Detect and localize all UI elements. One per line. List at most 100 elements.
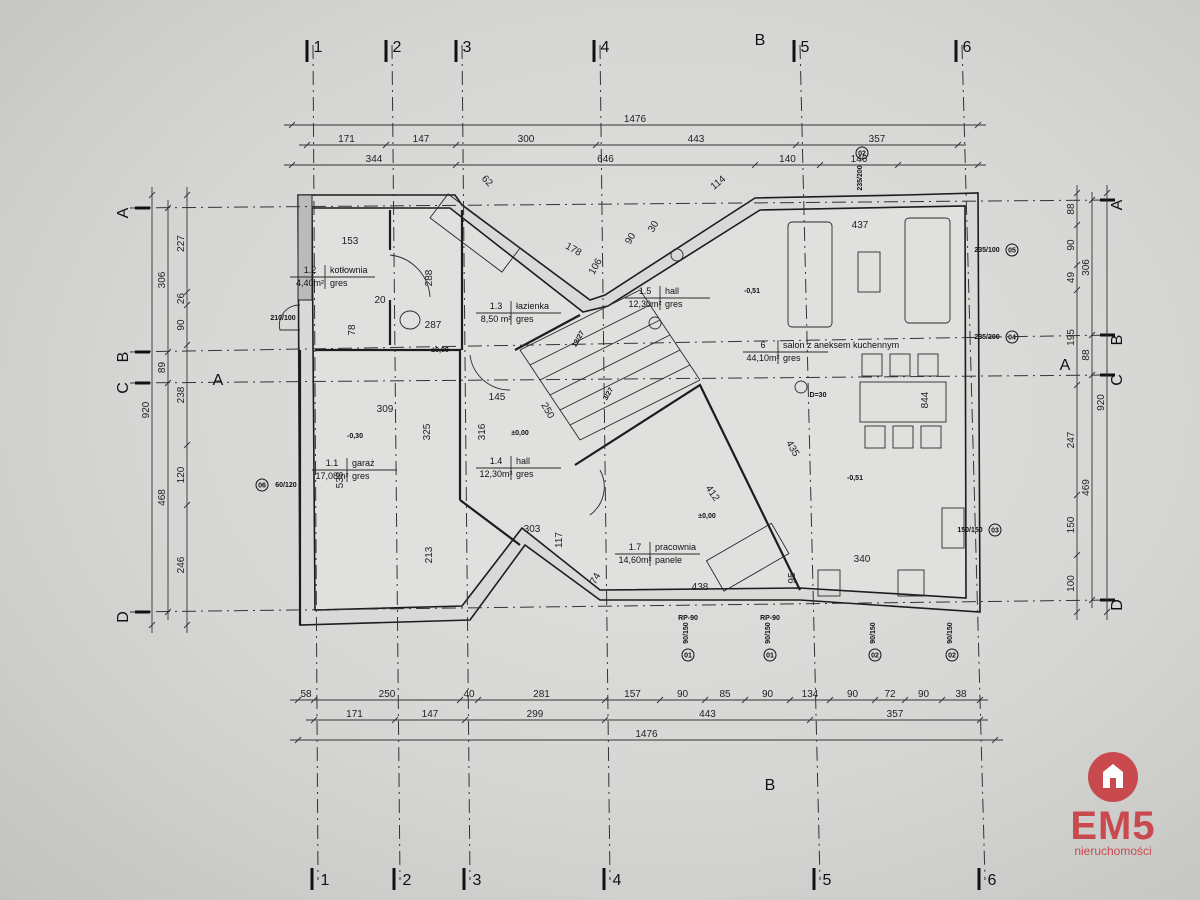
- axis-label-top: 3: [463, 39, 472, 56]
- window-size: 60/120: [275, 482, 297, 489]
- interior-dimension: 95: [787, 572, 798, 584]
- dim-top-opening: 646: [597, 154, 614, 165]
- level-mark: ±0,00: [511, 430, 529, 437]
- window-size: 235/100: [974, 247, 999, 254]
- dim-left-opening: 227: [176, 235, 187, 252]
- window-note: RP-90: [678, 615, 698, 622]
- dim-top-axis: 171: [338, 134, 355, 145]
- interior-dimension: 437: [852, 220, 869, 231]
- room-name: pracownia: [655, 542, 696, 552]
- axis-label-right: C: [1109, 374, 1126, 386]
- axis-label-bottom: 3: [473, 872, 482, 889]
- room-number: 1.5: [639, 286, 652, 296]
- window-tag: 03 150/150: [957, 523, 1002, 537]
- window-note: RP-90: [760, 615, 780, 622]
- interior-dimension: 178: [563, 241, 583, 259]
- axis-line: [129, 599, 1111, 613]
- room-area: 8,50 m²: [481, 314, 512, 324]
- interior-dimension: 153: [342, 236, 359, 247]
- room-floor: panele: [655, 555, 682, 565]
- window-number: 01: [684, 653, 692, 660]
- room-name: kotłownia: [330, 265, 368, 275]
- interior-walls: [298, 210, 801, 625]
- dim-bottom-axis: 299: [527, 709, 544, 720]
- dim-top-axis: 147: [413, 134, 430, 145]
- room-number: 1.7: [629, 542, 642, 552]
- room-label: 1.7 14,60m² pracownia panele: [615, 542, 700, 566]
- axis-label-left: A: [115, 207, 132, 218]
- dim-right-opening: 100: [1066, 575, 1077, 592]
- section-mark: A: [1060, 357, 1071, 374]
- room-name: hall: [665, 286, 679, 296]
- interior-dimension: 90: [623, 231, 638, 247]
- section-mark: A: [213, 372, 224, 389]
- logo-subtitle: nieruchomości: [1074, 844, 1152, 858]
- axis-label-right: B: [1109, 335, 1126, 346]
- dim-right-overall: 920: [1096, 394, 1107, 411]
- dim-left-opening: 120: [176, 466, 187, 483]
- room-floor: gres: [665, 299, 683, 309]
- axis-label-bottom: 4: [613, 872, 622, 889]
- dim-left-opening: 90: [176, 319, 187, 331]
- room-floor: gres: [352, 471, 370, 481]
- dim-right-opening: 88: [1066, 203, 1077, 215]
- coffee-table: [857, 251, 881, 293]
- sofa-left: [787, 221, 833, 328]
- room-name: garaż: [352, 458, 375, 468]
- dim-left-axis: 89: [157, 362, 168, 374]
- level-mark: -0,51: [744, 288, 760, 295]
- interior-dimension: 288: [424, 269, 435, 286]
- interior-dimension: 114: [709, 173, 729, 192]
- window-number: 02: [948, 653, 956, 660]
- cooktop: [897, 569, 925, 597]
- interior-dimension: 213: [424, 546, 435, 563]
- dim-top-axis: 357: [869, 134, 886, 145]
- window-number: 02: [871, 653, 879, 660]
- axis-line: [129, 374, 1111, 384]
- section-mark: B: [755, 32, 766, 49]
- dim-bottom-opening: 90: [762, 689, 774, 700]
- dim-bottom-opening: 38: [955, 689, 967, 700]
- room-area: 4,40m²: [296, 278, 324, 288]
- axis-line: [799, 44, 821, 881]
- room-area: 17,08m²: [315, 471, 348, 481]
- dim-top-axis: 443: [688, 134, 705, 145]
- axis-label-bottom: 5: [823, 872, 832, 889]
- window-size: 150/150: [957, 527, 982, 534]
- dim-bottom-opening: 40: [463, 689, 475, 700]
- room-floor: gres: [516, 469, 534, 479]
- dim-right-axis: 306: [1081, 259, 1092, 276]
- dim-left-axis: 468: [157, 489, 168, 506]
- house-logo-icon: [1088, 752, 1138, 802]
- axis-line: [129, 199, 1111, 209]
- room-label: 1.1 17,08m² garaż gres: [312, 458, 397, 482]
- room-number: 6: [760, 340, 765, 350]
- room-floor: gres: [330, 278, 348, 288]
- interior-dimension: 340: [854, 554, 871, 565]
- window-number: 04: [1008, 335, 1016, 342]
- interior-dimension: 145: [489, 392, 506, 403]
- door-swing: [469, 354, 511, 391]
- axis-line: [391, 44, 401, 881]
- section-mark: B: [765, 777, 776, 794]
- window-number: 03: [991, 528, 999, 535]
- room-name: łazienka: [516, 301, 549, 311]
- room-area: 14,60m²: [618, 555, 651, 565]
- room-number: 1.1: [326, 458, 339, 468]
- fridge: [817, 569, 841, 597]
- axis-line: [961, 44, 986, 881]
- bathtub: [429, 193, 521, 273]
- window-size: 90/150: [765, 622, 772, 644]
- room-name: salon z aneksem kuchennym: [783, 340, 899, 350]
- axis-label-bottom: 2: [403, 872, 412, 889]
- dim-left-opening: 246: [176, 556, 187, 573]
- insulation-hatch: [297, 194, 313, 301]
